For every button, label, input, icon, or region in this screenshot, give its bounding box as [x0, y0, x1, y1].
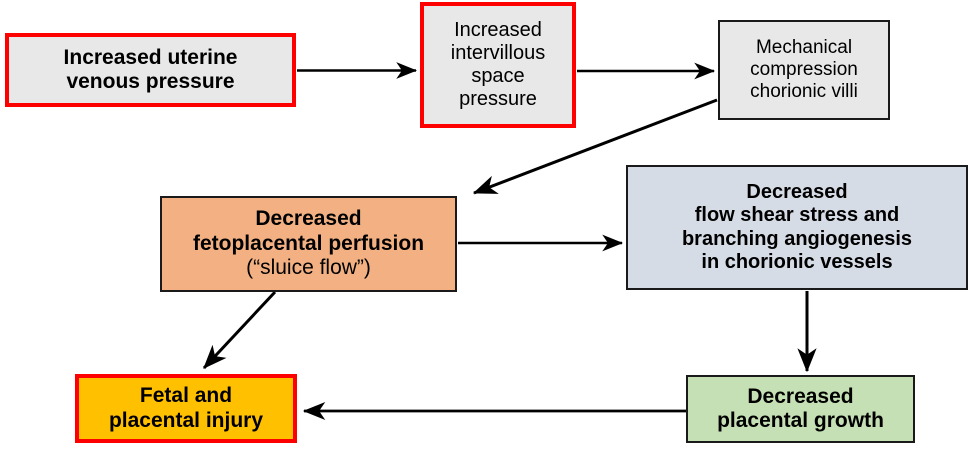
node-decreased-placental-growth[interactable]: Decreased placental growth — [686, 375, 915, 443]
node-line: chorionic villi — [750, 81, 858, 103]
node-increased-intervillous-space-pressure[interactable]: Increased intervillous space pressure — [420, 2, 576, 128]
node-line: Decreased — [746, 181, 848, 204]
node-line: flow shear stress and — [694, 204, 900, 227]
edge-perfusion-to-injury — [202, 290, 277, 370]
node-line: Increased uterine — [63, 45, 238, 69]
node-mechanical-compression-chorionic-villi[interactable]: Mechanical compression chorionic villi — [718, 20, 890, 120]
node-line: space — [471, 65, 525, 87]
node-line: pressure — [459, 88, 537, 111]
node-subline: (“sluice flow”) — [246, 256, 371, 280]
node-line: venous pressure — [66, 70, 235, 93]
node-line: Mechanical — [755, 36, 853, 58]
node-line: compression — [750, 58, 858, 80]
node-line: placental injury — [108, 408, 264, 432]
node-line: Fetal and — [139, 384, 233, 408]
node-decreased-flow-shear-stress[interactable]: Decreased flow shear stress and branchin… — [626, 165, 968, 290]
node-increased-uterine-venous-pressure[interactable]: Increased uterine venous pressure — [5, 33, 296, 107]
node-decreased-fetoplacental-perfusion[interactable]: Decreased fetoplacental perfusion (“slui… — [160, 196, 457, 292]
node-line: Decreased — [255, 207, 362, 231]
node-line: Decreased — [747, 384, 854, 408]
node-line: fetoplacental perfusion — [192, 231, 425, 255]
node-line: intervillous — [450, 41, 546, 64]
node-line: branching angiogenesis — [681, 227, 913, 250]
node-line: Increased — [454, 18, 542, 41]
node-line: placental growth — [717, 409, 884, 432]
node-fetal-and-placental-injury[interactable]: Fetal and placental injury — [75, 374, 297, 443]
node-line: in chorionic vessels — [701, 250, 893, 273]
